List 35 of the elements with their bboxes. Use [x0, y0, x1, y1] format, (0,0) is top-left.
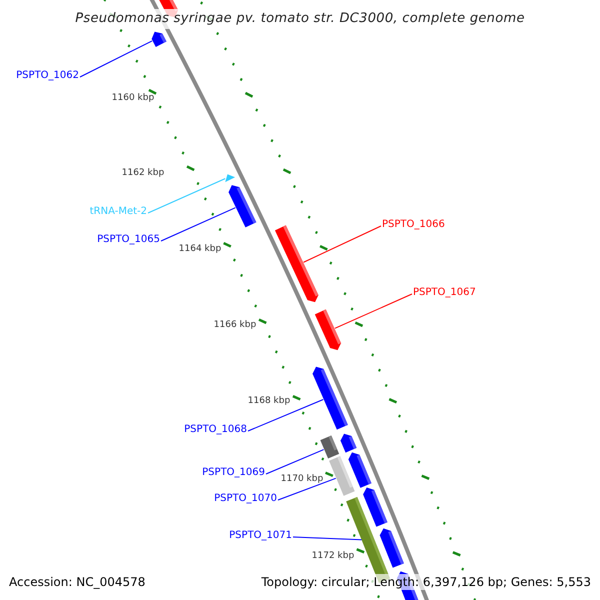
- scale-label: 1170 kbp: [280, 474, 324, 485]
- gene-block: [320, 435, 340, 459]
- gene-block: [228, 185, 256, 228]
- genome-stats-text: Topology: circular; Length: 6,397,126 bp; Genes: 5,553: [261, 574, 591, 590]
- scale-label: 1162 kbp: [122, 168, 164, 179]
- gene-label: PSPTO_1067: [413, 286, 476, 300]
- gene-block: [314, 309, 342, 350]
- scale-label: 1160 kbp: [112, 93, 154, 104]
- scale-label: 1168 kbp: [248, 396, 290, 407]
- scale-label: 1164 kbp: [178, 244, 222, 255]
- leader-line: [278, 478, 336, 500]
- leader-line: [80, 40, 153, 78]
- gene-label: PSPTO_1068: [184, 423, 247, 437]
- gene-label: PSPTO_1071: [229, 529, 292, 543]
- gene-label: PSPTO_1066: [382, 218, 445, 232]
- leader-line: [160, 207, 236, 242]
- gene-label: PSPTO_1062: [16, 69, 79, 83]
- accession-text: Accession: NC_004578: [9, 574, 146, 590]
- leader-line: [292, 536, 362, 540]
- leader-line: [248, 399, 324, 432]
- gene-block: [312, 366, 348, 430]
- gene-block: [152, 32, 166, 47]
- gene-label: PSPTO_1070: [214, 492, 277, 506]
- gene-label: PSPTO_1069: [202, 466, 265, 480]
- scale-label: 1172 kbp: [312, 551, 354, 562]
- gene-block: [274, 225, 318, 302]
- scale-label: 1166 kbp: [214, 320, 256, 331]
- gene-label: tRNA-Met-2: [90, 205, 147, 219]
- gene-block: [225, 174, 236, 182]
- leader-line: [266, 449, 324, 474]
- leader-line: [148, 178, 226, 214]
- gene-label: PSPTO_1065: [97, 233, 160, 247]
- gene-block: [329, 456, 355, 496]
- leader-line: [334, 294, 412, 329]
- leader-line: [303, 226, 382, 263]
